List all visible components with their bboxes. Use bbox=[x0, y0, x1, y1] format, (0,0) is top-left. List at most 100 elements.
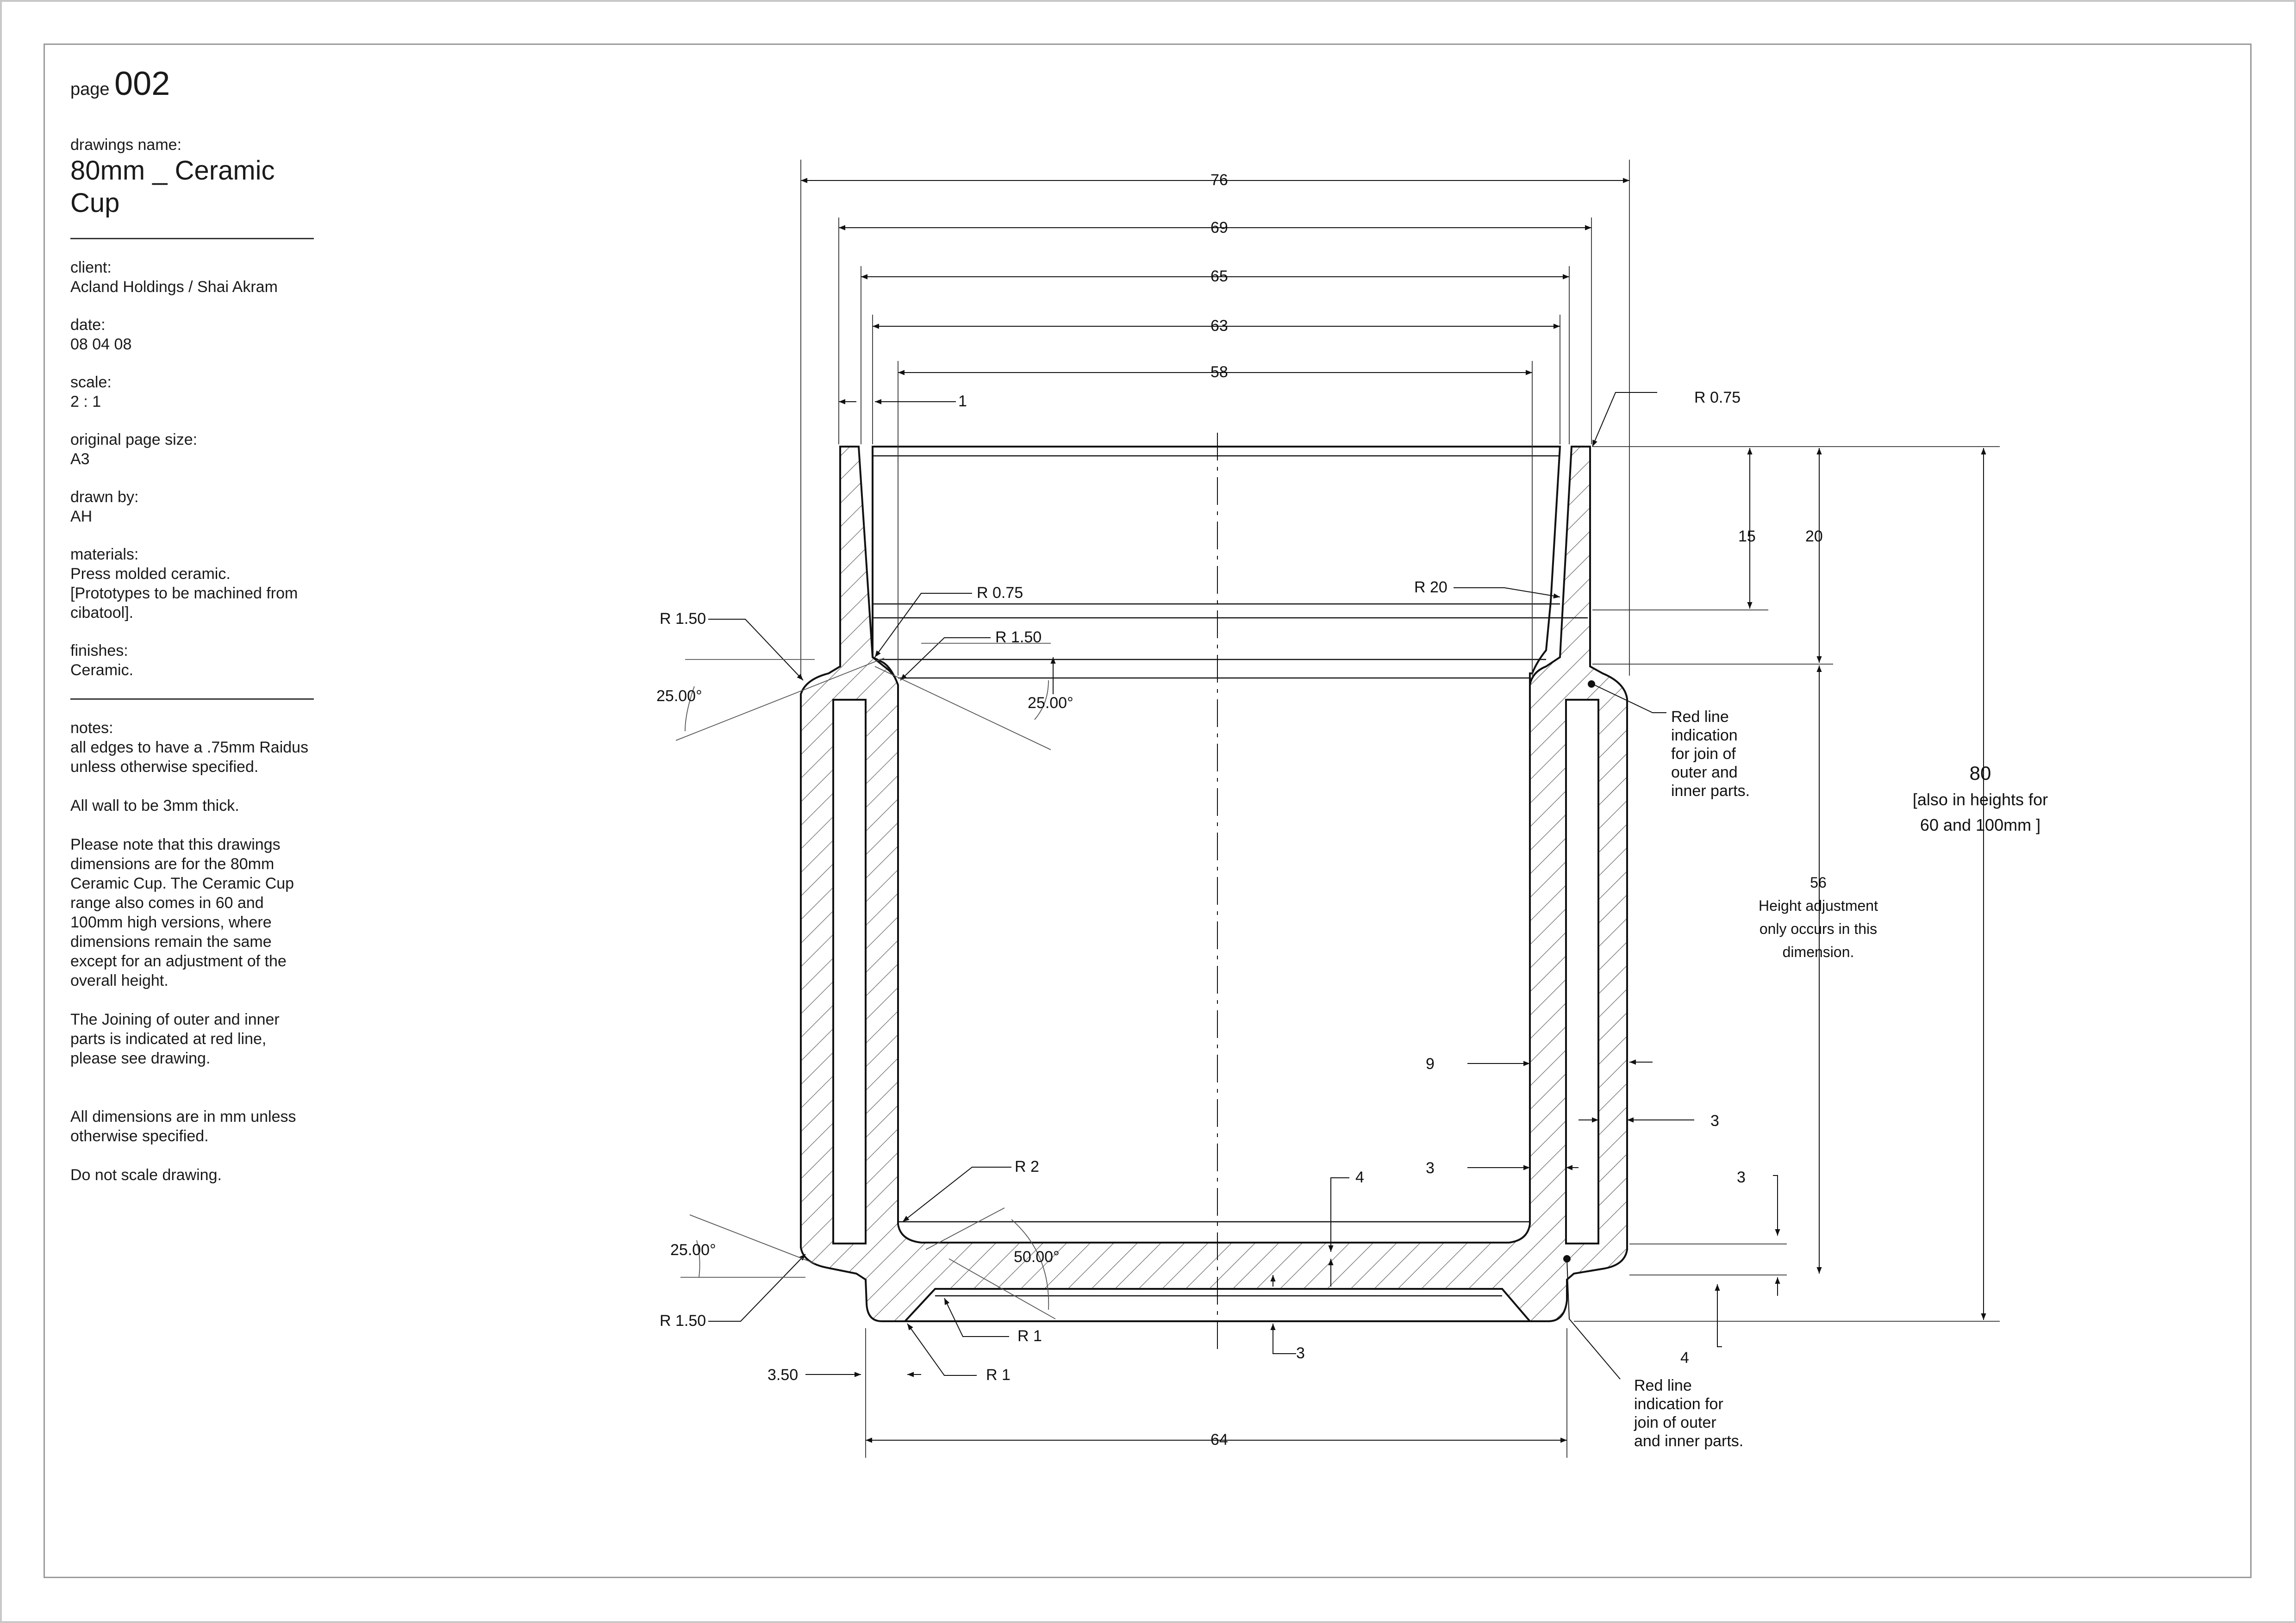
r2-label: R 2 bbox=[1015, 1158, 1039, 1175]
page-size-group: original page size: A3 bbox=[70, 430, 330, 469]
dimension-lines bbox=[801, 178, 1986, 1443]
note-paragraph: The Joining of outer and inner parts is … bbox=[70, 1010, 330, 1068]
materials-group: materials: Press molded ceramic. [Protot… bbox=[70, 545, 330, 622]
left-slot bbox=[832, 699, 867, 1244]
dim-63-label: 63 bbox=[1210, 317, 1228, 335]
join-dot-top bbox=[1588, 680, 1595, 688]
angle-lines bbox=[675, 643, 1056, 1319]
redline-top-note: indication bbox=[1671, 727, 1738, 744]
client-value: Acland Holdings / Shai Akram bbox=[70, 278, 278, 296]
drawing-title: 80mm _ Ceramic Cup bbox=[70, 155, 275, 218]
note-line: range also comes in 60 and bbox=[70, 894, 264, 912]
angle-25-left-label: 25.00° bbox=[656, 687, 702, 705]
note-paragraph: Please note that this drawings dimension… bbox=[70, 835, 330, 990]
dim-58-label: 58 bbox=[1210, 363, 1228, 381]
title-block: page 002 drawings name: 80mm _ Ceramic C… bbox=[70, 65, 330, 1204]
dim-76-label: 76 bbox=[1210, 171, 1228, 189]
note-line: unless otherwise specified. bbox=[70, 758, 259, 776]
r150-left-label: R 1.50 bbox=[660, 610, 706, 628]
notes-label: notes: bbox=[70, 719, 113, 737]
note-line: parts is indicated at red line, bbox=[70, 1030, 267, 1048]
note-line: dimensions remain the same bbox=[70, 933, 272, 951]
note-line: all edges to have a .75mm Raidus bbox=[70, 739, 309, 756]
finishes-label: finishes: bbox=[70, 642, 128, 659]
r075-top-label: R 0.75 bbox=[1694, 389, 1741, 406]
dim-56-note: Height adjustment bbox=[1759, 897, 1878, 914]
client-label: client: bbox=[70, 259, 112, 276]
date-value: 08 04 08 bbox=[70, 336, 132, 353]
redline-bottom-note: indication for bbox=[1634, 1395, 1723, 1413]
divider bbox=[70, 238, 314, 239]
angle-25-low-label: 25.00° bbox=[670, 1241, 716, 1259]
leader-lines bbox=[708, 392, 1780, 1377]
dim-15-label: 15 bbox=[1738, 528, 1756, 545]
bottom-recess bbox=[903, 1288, 1532, 1322]
note-paragraph: All wall to be 3mm thick. bbox=[70, 796, 330, 815]
note-line: dimensions are for the 80mm bbox=[70, 855, 275, 873]
dim-9-label: 9 bbox=[1426, 1055, 1435, 1073]
date-label: date: bbox=[70, 316, 106, 334]
dim-56-note: dimension. bbox=[1783, 944, 1854, 960]
dim-350-label: 3.50 bbox=[767, 1366, 798, 1384]
note-line: Ceramic Cup. The Ceramic Cup bbox=[70, 875, 294, 892]
dim-69-label: 69 bbox=[1210, 219, 1228, 236]
dim-65-label: 65 bbox=[1210, 267, 1228, 285]
client-group: client: Acland Holdings / Shai Akram bbox=[70, 258, 330, 297]
materials-label: materials: bbox=[70, 546, 139, 563]
dim-80-note: [also in heights for bbox=[1913, 790, 2048, 809]
scale-label: scale: bbox=[70, 373, 112, 391]
drawn-by-label: drawn by: bbox=[70, 488, 139, 506]
drawings-name-label: drawings name: bbox=[70, 136, 182, 154]
page-number: page 002 bbox=[70, 65, 330, 103]
materials-line: [Prototypes to be machined from bbox=[70, 585, 298, 602]
note-line: The Joining of outer and inner bbox=[70, 1011, 280, 1028]
dim-20-label: 20 bbox=[1805, 528, 1823, 545]
scale-group: scale: 2 : 1 bbox=[70, 373, 330, 411]
join-markers bbox=[1563, 680, 1666, 1380]
note-paragraph: all edges to have a .75mm Raidus unless … bbox=[70, 738, 330, 777]
r1-a-label: R 1 bbox=[1017, 1327, 1042, 1345]
cup-section bbox=[800, 446, 1628, 1322]
note-line: overall height. bbox=[70, 972, 168, 989]
r1-b-label: R 1 bbox=[986, 1366, 1011, 1384]
drawn-by-group: drawn by: AH bbox=[70, 487, 330, 526]
note-paragraph: All dimensions are in mm unless otherwis… bbox=[70, 1107, 330, 1146]
redline-top-note: Red line bbox=[1671, 708, 1729, 726]
extension-lines bbox=[800, 160, 2000, 1458]
dim-3-right-label: 3 bbox=[1710, 1112, 1719, 1130]
dim-3-far-label: 3 bbox=[1737, 1169, 1746, 1186]
scale-value: 2 : 1 bbox=[70, 393, 101, 410]
page-size-value: A3 bbox=[70, 450, 90, 468]
redline-bottom-note: and inner parts. bbox=[1634, 1432, 1743, 1450]
right-slot bbox=[1565, 699, 1599, 1244]
angle-25-mid-label: 25.00° bbox=[1028, 694, 1073, 712]
note-line: All dimensions are in mm unless bbox=[70, 1108, 296, 1126]
r075-inner-label: R 0.75 bbox=[977, 584, 1023, 602]
divider bbox=[70, 698, 314, 700]
page-size-label: original page size: bbox=[70, 431, 198, 448]
page-label: page bbox=[70, 80, 110, 99]
materials-line: cibatool]. bbox=[70, 604, 134, 622]
dim-3-wall-label: 3 bbox=[1426, 1159, 1435, 1177]
notes-section: notes: all edges to have a .75mm Raidus … bbox=[70, 718, 330, 1185]
finishes-value: Ceramic. bbox=[70, 661, 134, 679]
materials-line: Press molded ceramic. bbox=[70, 565, 231, 583]
note-line: All wall to be 3mm thick. bbox=[70, 797, 239, 815]
page-number-value: 002 bbox=[114, 65, 170, 102]
angle-50-label: 50.00° bbox=[1014, 1248, 1060, 1266]
date-group: date: 08 04 08 bbox=[70, 315, 330, 354]
dim-56-label: 56 bbox=[1810, 874, 1827, 891]
redline-top-note: for join of bbox=[1671, 745, 1736, 763]
dim-4-foot-label: 4 bbox=[1680, 1349, 1689, 1367]
r20-label: R 20 bbox=[1414, 578, 1447, 596]
redline-bottom-note: Red line bbox=[1634, 1377, 1692, 1394]
dim-3-base-label: 3 bbox=[1296, 1344, 1305, 1362]
note-paragraph: Do not scale drawing. bbox=[70, 1165, 330, 1185]
note-line: Please note that this drawings bbox=[70, 836, 281, 853]
detail-lines bbox=[873, 433, 1588, 1349]
redline-top-note: inner parts. bbox=[1671, 782, 1750, 800]
dimension-labels: 76 69 65 63 58 1 R 0.75 R 0.75 R 1.50 R … bbox=[656, 171, 2048, 1450]
cup-cavity bbox=[872, 446, 1561, 1244]
